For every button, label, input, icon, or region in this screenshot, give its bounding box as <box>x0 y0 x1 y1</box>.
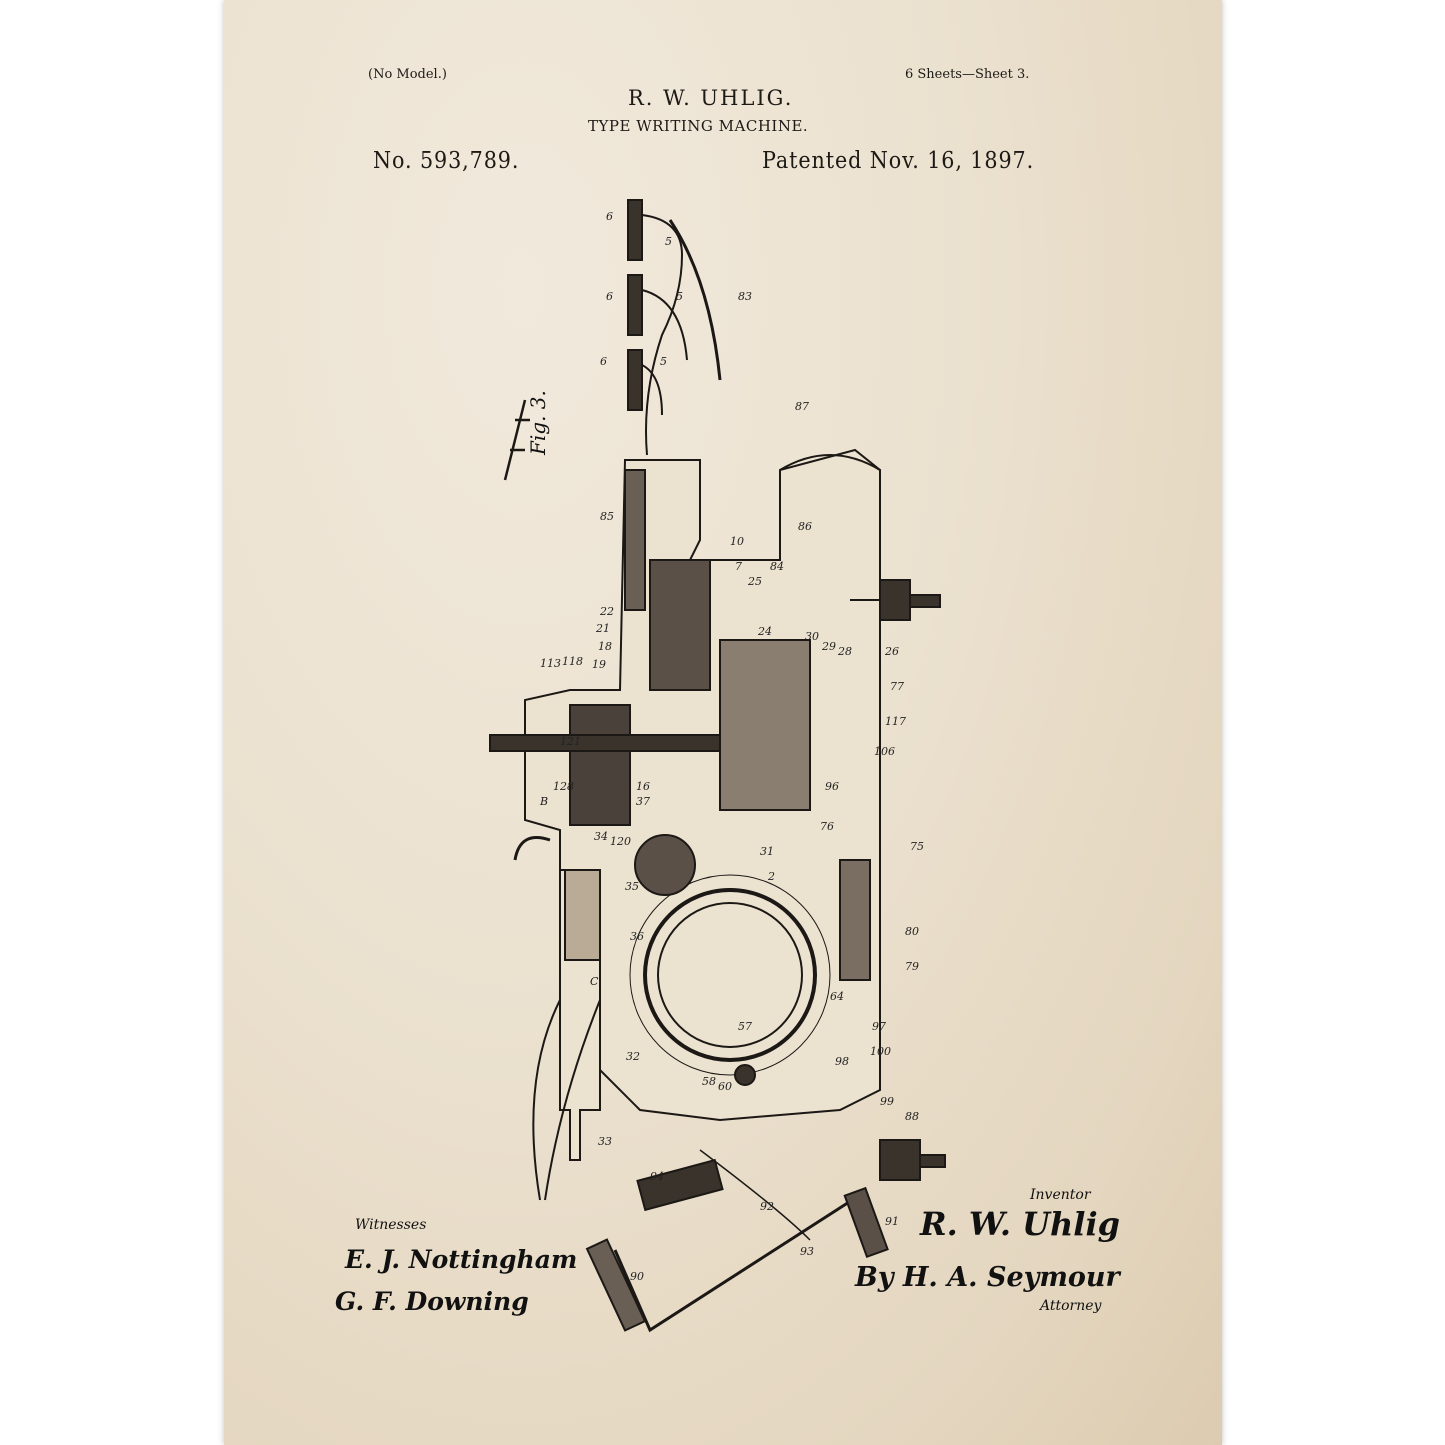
patent-title: TYPE WRITING MACHINE. <box>588 117 809 135</box>
numeral: 6 <box>600 355 607 368</box>
figure-label-mark <box>503 399 530 481</box>
numeral: 36 <box>630 930 644 943</box>
numeral: 34 <box>594 830 608 843</box>
numeral: 99 <box>880 1095 894 1108</box>
witness-2-signature: G. F. Downing <box>335 1287 529 1316</box>
numeral: 86 <box>798 520 812 533</box>
numeral: 91 <box>885 1215 899 1228</box>
numeral: 84 <box>770 560 784 573</box>
numeral: 96 <box>825 780 839 793</box>
numeral: 83 <box>738 290 752 303</box>
inventor-label: Inventor <box>1030 1187 1091 1203</box>
numeral: 7 <box>735 560 742 573</box>
numeral: 26 <box>884 645 899 658</box>
numeral: 77 <box>890 680 904 693</box>
numeral: 6 <box>606 210 613 223</box>
numeral: 57 <box>738 1020 752 1033</box>
numeral: 117 <box>885 715 906 728</box>
numeral: 120 <box>610 835 631 848</box>
numeral: 118 <box>562 655 583 668</box>
numeral: B <box>539 795 548 808</box>
numeral: 79 <box>905 960 919 973</box>
numeral: 5 <box>676 290 683 303</box>
numeral: 97 <box>872 1020 886 1033</box>
numeral: 6 <box>606 290 613 303</box>
attorney-signature: By H. A. Seymour <box>855 1262 1120 1293</box>
numeral: 60 <box>718 1080 732 1093</box>
numeral: 35 <box>625 880 639 893</box>
numeral: 87 <box>795 400 809 413</box>
platen-ring <box>629 834 831 1086</box>
numeral: 58 <box>702 1075 716 1088</box>
numeral: 5 <box>665 235 672 248</box>
numeral: 75 <box>910 840 924 853</box>
figure-label: Fig. 3. <box>526 390 550 456</box>
numeral: 2 <box>767 870 775 883</box>
patent-date: Patented Nov. 16, 1897. <box>762 148 1035 174</box>
machine-frame <box>489 448 946 1181</box>
left-support-arm <box>513 836 601 1201</box>
numeral: C <box>590 975 599 988</box>
numeral: 33 <box>598 1135 612 1148</box>
numeral: 30 <box>805 630 819 643</box>
numeral: 100 <box>870 1045 891 1058</box>
numeral: 18 <box>598 640 612 653</box>
numeral: 93 <box>800 1245 814 1258</box>
numeral: 128 <box>553 780 574 793</box>
numeral: 19 <box>592 658 606 671</box>
numeral: 113 <box>540 657 561 670</box>
attorney-label: Attorney <box>1040 1298 1102 1314</box>
numeral: 121 <box>560 735 581 748</box>
witness-1-signature: E. J. Nottingham <box>345 1245 578 1274</box>
numeral: 32 <box>626 1050 640 1063</box>
numeral: 80 <box>905 925 919 938</box>
numeral: 92 <box>760 1200 774 1213</box>
numeral: 10 <box>730 535 744 548</box>
key-levers <box>627 199 722 456</box>
model-note: (No Model.) <box>368 67 447 82</box>
numeral: 21 <box>595 622 610 635</box>
numeral: 16 <box>636 780 650 793</box>
reference-numerals: 6 5 6 5 6 5 83 87 85 86 10 7 25 84 22 21… <box>539 210 924 1283</box>
numeral: 31 <box>760 845 774 858</box>
numeral: 106 <box>874 745 895 758</box>
numeral: 98 <box>835 1055 849 1068</box>
numeral: 29 <box>821 640 836 653</box>
numeral: 88 <box>905 1110 919 1123</box>
numeral: 28 <box>837 645 852 658</box>
numeral: 90 <box>630 1270 644 1283</box>
crank-handle <box>585 1149 889 1333</box>
inventor-signature: R. W. Uhlig <box>920 1205 1120 1243</box>
numeral: 22 <box>599 605 614 618</box>
numeral: 25 <box>747 575 762 588</box>
numeral: 85 <box>600 510 614 523</box>
numeral: 37 <box>636 795 650 808</box>
witnesses-label: Witnesses <box>355 1217 427 1233</box>
numeral: 64 <box>830 990 844 1003</box>
patent-number: No. 593,789. <box>373 148 520 174</box>
numeral: 24 <box>757 625 772 638</box>
sheet-number: 6 Sheets—Sheet 3. <box>905 67 1030 82</box>
numeral: 5 <box>660 355 667 368</box>
numeral: 76 <box>820 820 834 833</box>
inventor-heading: R. W. UHLIG. <box>628 86 794 110</box>
numeral: 94 <box>650 1170 664 1183</box>
